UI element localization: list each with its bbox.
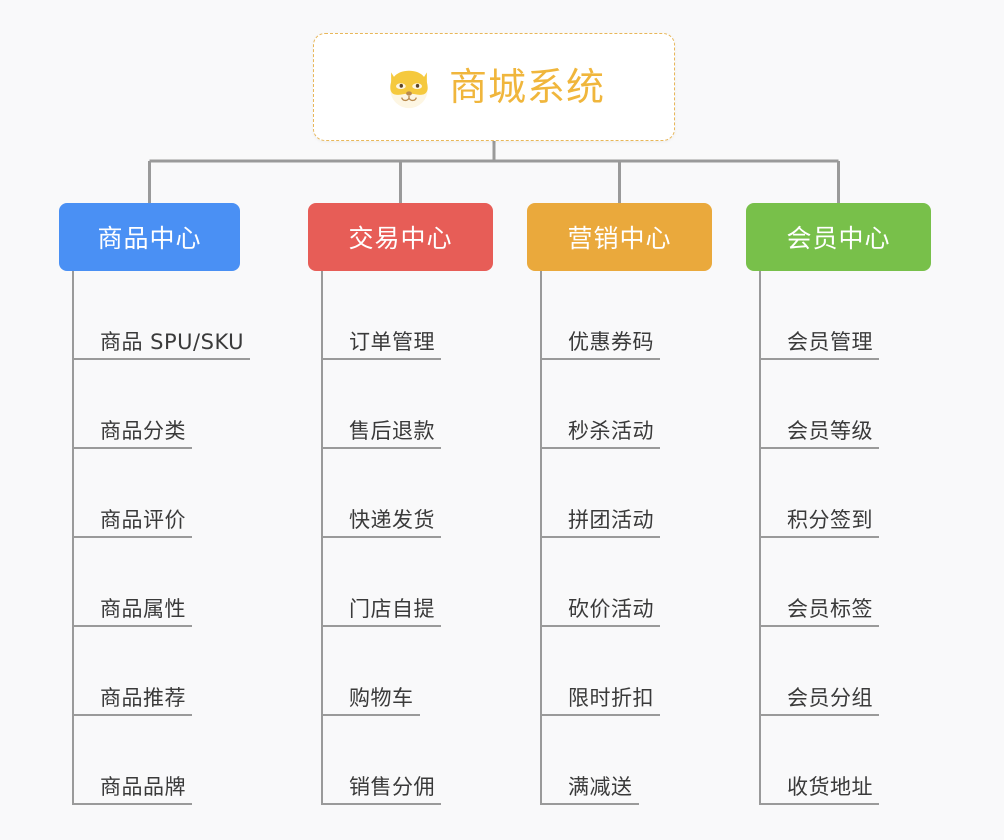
leaf-item[interactable]: 会员等级 — [759, 360, 879, 449]
leaf-item[interactable]: 会员分组 — [759, 627, 879, 716]
leaf-item-label: 砍价活动 — [568, 596, 654, 621]
leaf-item[interactable]: 满减送 — [540, 716, 639, 805]
leaf-item[interactable]: 砍价活动 — [540, 538, 660, 627]
leaf-item[interactable]: 快递发货 — [321, 449, 441, 538]
leaf-item[interactable]: 收货地址 — [759, 716, 879, 805]
leaf-item-label: 商品分类 — [100, 418, 186, 443]
leaf-item-label: 销售分佣 — [349, 774, 435, 799]
leaf-item-label: 积分签到 — [787, 507, 873, 532]
leaf-item-label: 拼团活动 — [568, 507, 654, 532]
leaf-item[interactable]: 优惠券码 — [540, 271, 660, 360]
category-label: 商品中心 — [97, 224, 202, 253]
leaf-item[interactable]: 商品评价 — [72, 449, 192, 538]
leaf-item-label: 优惠券码 — [568, 329, 654, 354]
leaf-item[interactable]: 商品属性 — [72, 538, 192, 627]
leaf-item-label: 商品属性 — [100, 596, 186, 621]
leaf-item[interactable]: 会员标签 — [759, 538, 879, 627]
category-box[interactable]: 营销中心 — [527, 203, 712, 271]
leaf-item-label: 满减送 — [568, 774, 633, 799]
leaf-item[interactable]: 购物车 — [321, 627, 420, 716]
leaf-item[interactable]: 订单管理 — [321, 271, 441, 360]
leaf-item-label: 会员管理 — [787, 329, 873, 354]
leaf-item[interactable]: 售后退款 — [321, 360, 441, 449]
leaf-item[interactable]: 积分签到 — [759, 449, 879, 538]
leaf-item-label: 商品推荐 — [100, 685, 186, 710]
leaf-item-label: 售后退款 — [349, 418, 435, 443]
leaf-item-label: 秒杀活动 — [568, 418, 654, 443]
leaf-item-label: 限时折扣 — [568, 685, 654, 710]
branch-spine — [759, 271, 761, 805]
category-label: 交易中心 — [348, 224, 453, 253]
branch-spine — [540, 271, 542, 805]
leaf-item-label: 会员标签 — [787, 596, 873, 621]
leaf-item-label: 收货地址 — [787, 774, 873, 799]
leaf-item-label: 商品品牌 — [100, 774, 186, 799]
root-title: 商城系统 — [448, 65, 605, 109]
leaf-item[interactable]: 销售分佣 — [321, 716, 441, 805]
leaf-item[interactable]: 拼团活动 — [540, 449, 660, 538]
leaf-item-label: 购物车 — [349, 685, 414, 710]
leaf-item-label: 会员分组 — [787, 685, 873, 710]
leaf-item[interactable]: 会员管理 — [759, 271, 879, 360]
leaf-item[interactable]: 商品品牌 — [72, 716, 192, 805]
leaf-item[interactable]: 门店自提 — [321, 538, 441, 627]
leaf-item[interactable]: 商品分类 — [72, 360, 192, 449]
shiba-dog-face-icon — [390, 70, 428, 109]
leaf-item[interactable]: 秒杀活动 — [540, 360, 660, 449]
leaf-item[interactable]: 限时折扣 — [540, 627, 660, 716]
category-label: 营销中心 — [567, 224, 672, 253]
leaf-item[interactable]: 商品推荐 — [72, 627, 192, 716]
leaf-item-label: 快递发货 — [349, 507, 435, 532]
leaf-item-label: 商品评价 — [100, 507, 186, 532]
category-box[interactable]: 商品中心 — [59, 203, 240, 271]
category-box[interactable]: 交易中心 — [308, 203, 493, 271]
leaf-item[interactable]: 商品 SPU/SKU — [72, 271, 251, 360]
category-box[interactable]: 会员中心 — [746, 203, 931, 271]
branch-spine — [72, 271, 74, 805]
branch-spine — [321, 271, 323, 805]
leaf-item-label: 订单管理 — [349, 329, 435, 354]
leaf-item-label: 商品 SPU/SKU — [100, 329, 245, 354]
category-label: 会员中心 — [786, 224, 891, 253]
leaf-item-label: 门店自提 — [349, 596, 435, 621]
leaf-item-label: 会员等级 — [787, 418, 873, 443]
root-node[interactable]: 商城系统 — [313, 33, 675, 141]
